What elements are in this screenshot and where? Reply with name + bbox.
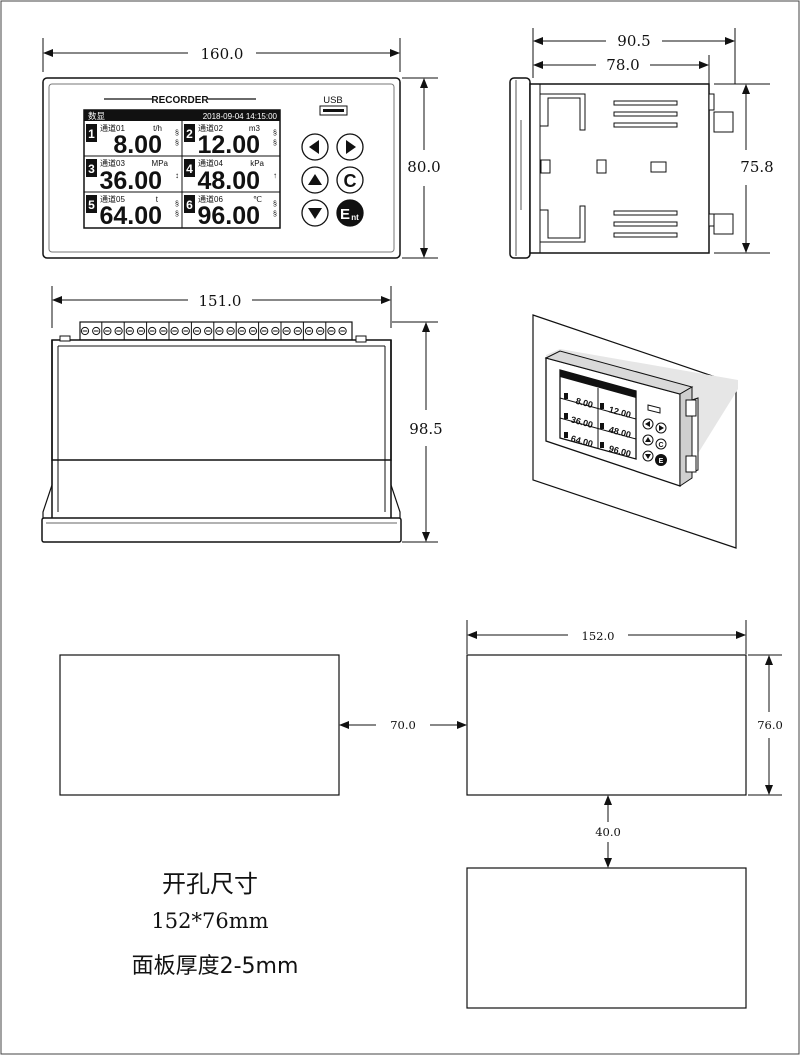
top-bezel xyxy=(41,517,402,543)
dim-side-body-depth: 78.0 xyxy=(606,56,639,74)
dim-top-depth: 98.5 xyxy=(409,420,442,438)
channel-value: 64.00 xyxy=(99,202,162,230)
channel-name: 通道02 xyxy=(198,123,223,133)
channel-cell-2: 2 通道02 m3 12.00 § § xyxy=(184,123,277,159)
svg-text:§: § xyxy=(273,201,277,208)
enter-button[interactable]: E nt xyxy=(336,199,364,227)
dim-front-width: 160.0 xyxy=(201,45,244,63)
cutout-view: 152.0 70.0 76.0 40.0 xyxy=(59,620,783,1009)
lcd-status-bar xyxy=(84,110,280,121)
arrow-right-icon xyxy=(346,140,356,154)
left-button[interactable] xyxy=(301,133,329,161)
channel-value: 12.00 xyxy=(197,131,260,159)
svg-text:§: § xyxy=(175,201,179,208)
channel-number: 6 xyxy=(186,198,193,212)
channel-name: 通道04 xyxy=(198,158,223,168)
cutout-notes: 开孔尺寸 152*76mm 面板厚度2-5mm xyxy=(132,870,299,979)
side-body xyxy=(529,83,710,254)
front-view: 160.0 80.0 RECORDER USB 数显 2018-09-04 14… xyxy=(42,38,441,259)
isometric-view: RECORDER 8.00 12.00 36.00 48.00 64.00 96… xyxy=(532,314,738,549)
right-button[interactable] xyxy=(336,133,364,161)
dim-front-height: 80.0 xyxy=(407,158,440,176)
arrow-up-icon xyxy=(308,174,322,185)
dim-cutout-gap-horizontal: 70.0 xyxy=(390,718,416,732)
notes-title: 开孔尺寸 xyxy=(162,870,258,898)
svg-text:E: E xyxy=(659,458,664,465)
svg-text:§: § xyxy=(175,211,179,218)
svg-text:C: C xyxy=(658,442,663,449)
iso-value-1: 8.00 xyxy=(575,396,595,410)
channel-unit: kPa xyxy=(250,159,264,168)
svg-text:↕: ↕ xyxy=(175,171,179,180)
cutout-bottom xyxy=(466,867,747,1009)
notes-cutout-size: 152*76mm xyxy=(151,909,268,933)
status-left-text: 数显 xyxy=(88,111,106,121)
channel-cell-1: 1 通道01 t/h 8.00 § § xyxy=(86,123,179,159)
up-button[interactable] xyxy=(301,166,329,194)
channel-unit: t xyxy=(156,195,159,204)
channel-value: 96.00 xyxy=(197,202,260,230)
channel-cell-4: 4 通道04 kPa 48.00 ↑ xyxy=(184,158,277,195)
channel-cell-5: 5 通道05 t 64.00 § § xyxy=(86,194,179,230)
svg-text:↑: ↑ xyxy=(273,171,277,180)
channel-name: 通道05 xyxy=(100,194,125,204)
channel-value: 36.00 xyxy=(99,167,162,195)
channel-number: 5 xyxy=(88,198,95,212)
channel-name: 通道03 xyxy=(100,158,125,168)
channel-value: 48.00 xyxy=(197,167,260,195)
dim-cutout-height: 76.0 xyxy=(757,718,783,732)
notes-panel-thickness: 面板厚度2-5mm xyxy=(132,954,299,979)
channel-number: 2 xyxy=(186,127,193,141)
svg-text:§: § xyxy=(273,211,277,218)
enter-button-sublabel: nt xyxy=(351,213,359,222)
svg-text:§: § xyxy=(273,140,277,147)
side-view: 90.5 78.0 75.8 xyxy=(509,28,774,259)
channel-name: 通道01 xyxy=(100,123,125,133)
channel-number: 1 xyxy=(88,127,95,141)
usb-label: USB xyxy=(323,95,343,106)
channel-cell-6: 6 通道06 ℃ 96.00 § § xyxy=(184,194,277,230)
status-datetime: 2018-09-04 14:15:00 xyxy=(203,112,278,121)
channel-unit: ℃ xyxy=(253,195,262,204)
dim-cutout-gap-vertical: 40.0 xyxy=(595,825,621,839)
svg-text:§: § xyxy=(273,130,277,137)
top-body xyxy=(51,339,392,461)
cutout-left xyxy=(59,654,340,796)
enter-button-label: E xyxy=(340,206,350,223)
channel-name: 通道06 xyxy=(198,194,223,204)
arrow-down-icon xyxy=(308,208,322,219)
channel-unit: t/h xyxy=(153,124,162,133)
channel-number: 3 xyxy=(88,162,95,176)
top-view: 151.0 98.5 xyxy=(41,286,443,543)
channel-number: 4 xyxy=(186,162,193,176)
channel-unit: m3 xyxy=(249,124,261,133)
arrow-left-icon xyxy=(309,140,319,154)
dim-top-width: 151.0 xyxy=(199,292,242,310)
brand-label: RECORDER xyxy=(151,95,209,106)
c-button[interactable]: C xyxy=(336,166,364,194)
dim-side-height: 75.8 xyxy=(740,158,773,176)
c-button-label: C xyxy=(344,171,357,191)
dim-cutout-width: 152.0 xyxy=(582,629,615,643)
cutout-right xyxy=(466,654,747,796)
svg-text:§: § xyxy=(175,140,179,147)
channel-value: 8.00 xyxy=(113,131,162,159)
svg-text:§: § xyxy=(175,130,179,137)
dim-side-total-depth: 90.5 xyxy=(617,32,650,50)
down-button[interactable] xyxy=(301,199,329,227)
channel-unit: MPa xyxy=(152,159,169,168)
channel-cell-3: 3 通道03 MPa 36.00 ↕ xyxy=(86,158,179,195)
